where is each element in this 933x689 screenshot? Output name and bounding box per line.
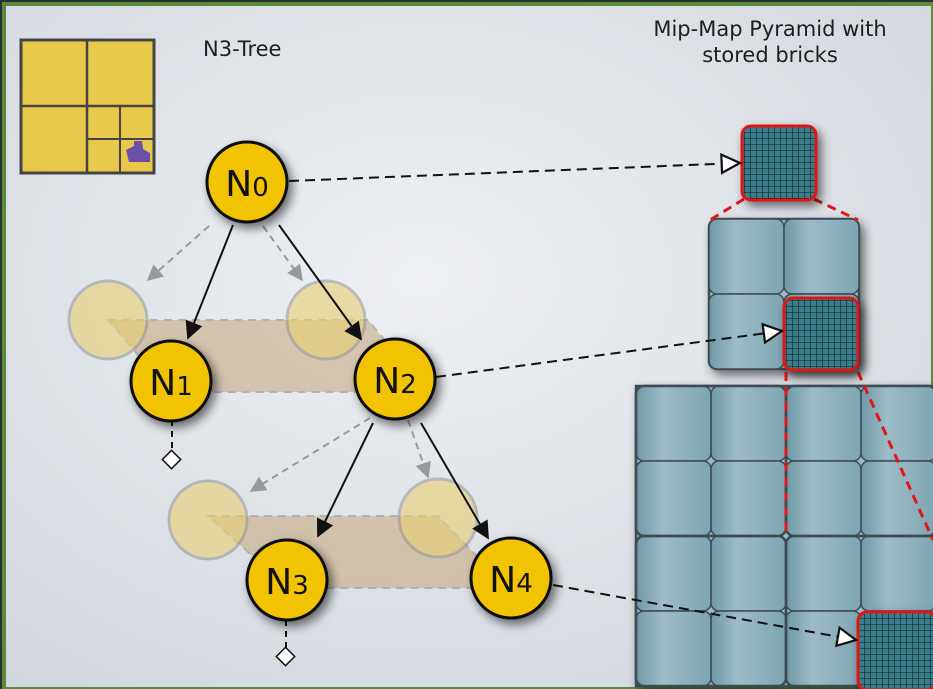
pyramid-title-line-2: stored bricks (702, 43, 838, 67)
pyramid-title: Mip-Map Pyramid with stored bricks (620, 16, 920, 68)
node-n4-label: N4 (489, 560, 532, 601)
tree-edges (185, 224, 489, 540)
pyramid-title-line-1: Mip-Map Pyramid with (653, 17, 887, 41)
brick-level-1 (782, 296, 860, 372)
grid-blob-icon (126, 141, 150, 162)
ghost-nodes (67, 279, 479, 561)
node-n1 (129, 339, 213, 423)
node-n4 (469, 536, 553, 620)
node-n0-label: N0 (225, 164, 268, 205)
tree-title: N3-Tree (203, 37, 282, 61)
node-n0 (205, 140, 289, 224)
node-n3 (245, 538, 329, 622)
leaf-markers (161, 420, 296, 667)
ghost-arrows (146, 225, 431, 492)
node-n3-label: N3 (265, 562, 308, 603)
quadtree-grid-icon (19, 38, 156, 175)
brick-pointers (288, 163, 856, 640)
node-n1-label: N1 (149, 363, 192, 404)
brick-projection-lines (709, 197, 933, 541)
brick-level-2 (856, 610, 933, 689)
node-n2-label: N2 (373, 361, 416, 402)
node-n2 (353, 337, 437, 421)
brick-level-0 (740, 124, 818, 202)
